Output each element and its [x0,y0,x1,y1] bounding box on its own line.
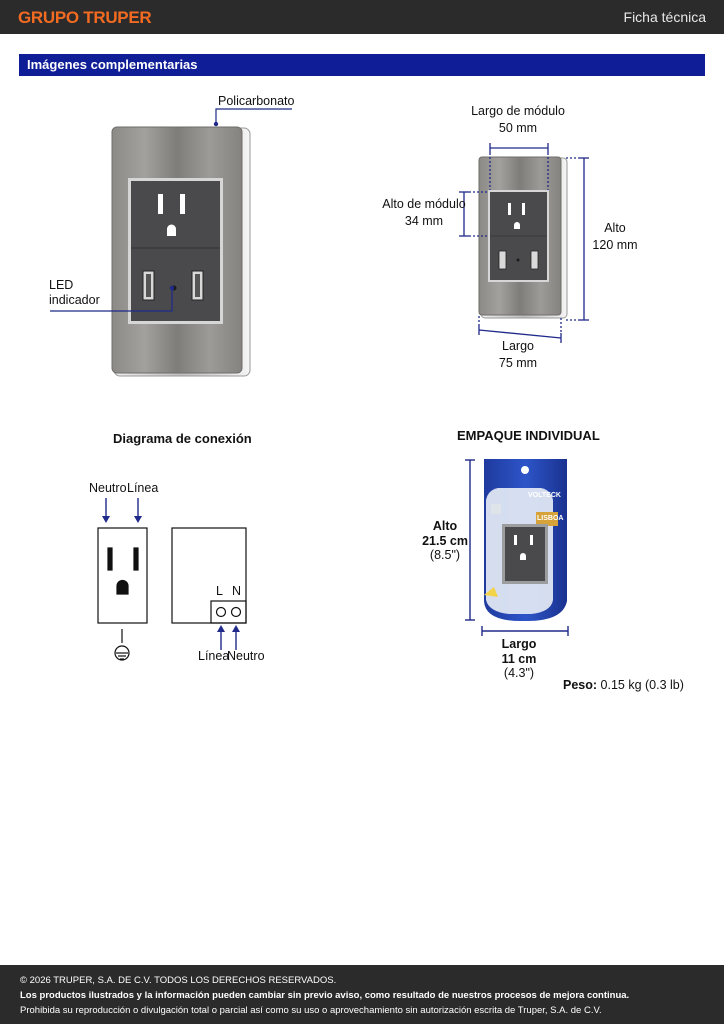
led-label-line1: LED [49,278,74,292]
led-label-line2: indicador [49,293,100,307]
section-title: Imágenes complementarias [27,57,198,72]
section-banner: Imágenes complementarias [19,54,705,76]
footer-notice: Los productos ilustrados y la informació… [20,990,630,1001]
package-title: EMPAQUE INDIVIDUAL [457,428,600,443]
terminal-n-label: N [232,584,242,598]
package-width-in: (4.3") [503,666,535,680]
terminal-l-label: L [216,584,223,598]
module-width-label: Largo de módulo [471,104,565,118]
width-label: Largo [502,339,534,353]
brand-logo: GRUPO TRUPER [18,8,152,27]
wiring-neutral-top: Neutro [89,481,127,495]
width-value: 75 mm [498,356,538,370]
footer-copyright: © 2026 TRUPER, S.A. DE C.V. TODOS LOS DE… [20,975,337,986]
wiring-neutral-bottom: Neutro [227,649,265,663]
package-width-cm: 11 cm [501,652,537,666]
header-bar: GRUPO TRUPER Ficha técnica [0,0,724,34]
package-height-in: (8.5") [429,548,461,562]
package-height-label: Alto [432,519,458,533]
wiring-diagram [97,527,247,661]
outlet-plate-main [111,126,251,377]
package-brand: VOLTECK [528,492,561,499]
footer-prohibition: Prohibida su reproducción o divulgación … [20,1005,602,1016]
package-image [484,459,567,621]
outlet-plate-dimensions [478,156,568,319]
package-series: LISBOA [537,515,564,522]
module-height-value: 34 mm [404,214,444,228]
material-label: Policarbonato [218,94,295,108]
height-label: Alto [604,221,626,235]
package-weight: Peso: 0.15 kg (0.3 lb) [563,678,684,693]
wiring-line-bottom: Línea [198,649,230,663]
package-width-label: Largo [501,637,537,651]
document-type: Ficha técnica [623,9,706,25]
weight-value: 0.15 kg (0.3 lb) [600,678,684,692]
wiring-line-top: Línea [127,481,159,495]
footer: © 2026 TRUPER, S.A. DE C.V. TODOS LOS DE… [0,965,724,1024]
wiring-title: Diagrama de conexión [113,431,252,446]
height-value: 120 mm [592,238,638,252]
package-height-cm: 21.5 cm [422,534,468,548]
weight-label: Peso: [563,678,598,692]
module-height-label: Alto de módulo [382,197,466,211]
module-width-value: 50 mm [498,121,538,135]
